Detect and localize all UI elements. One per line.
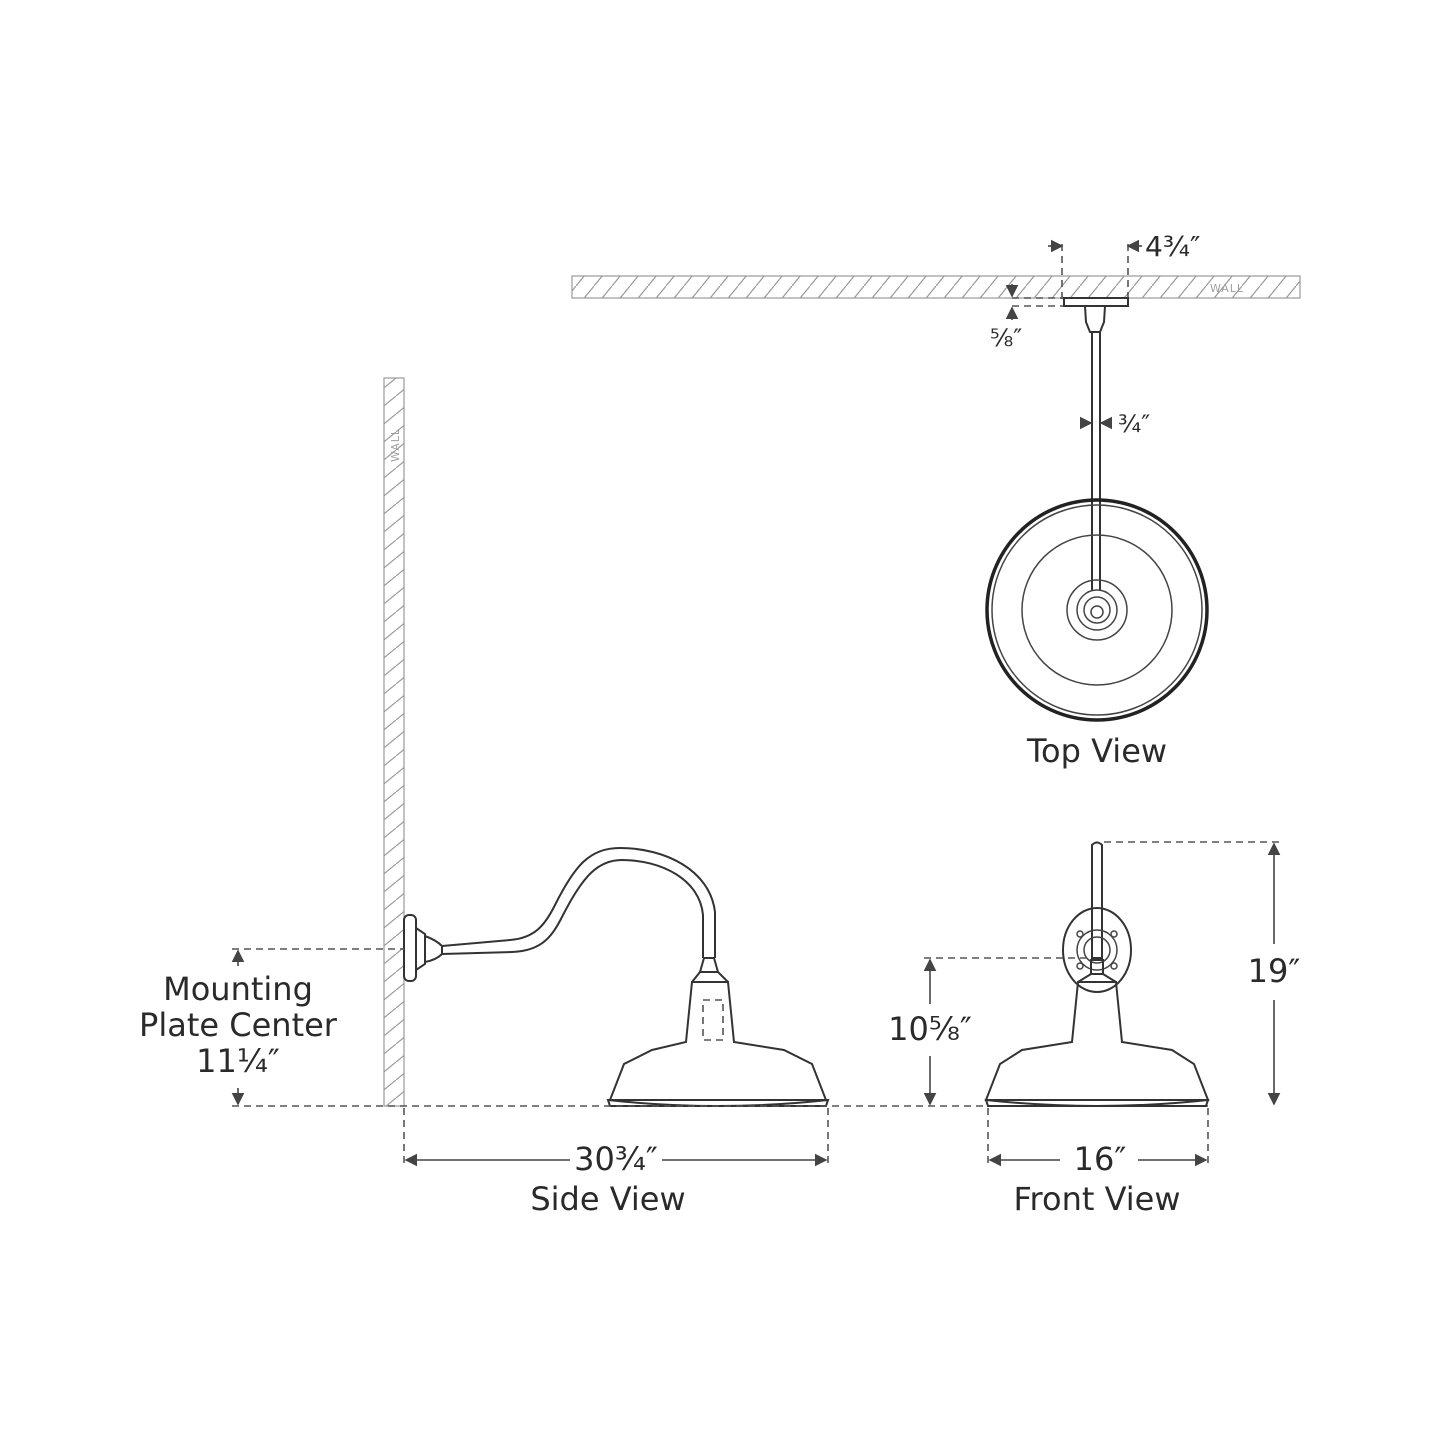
side-arm-knuckle: [424, 935, 443, 963]
wall-label-side: WALL: [389, 428, 402, 462]
extension-label: 30¾″: [574, 1140, 658, 1178]
stem-diameter-dimension: ¾″: [1079, 410, 1150, 438]
mounting-height-dimension: Mounting Plate Center 11¼″: [139, 948, 1208, 1107]
top-view: WALL 4¾″ ⅝″ ¾″: [571, 230, 1301, 770]
plate-depth-label: ⅝″: [990, 324, 1022, 352]
side-plate-collar: [415, 927, 426, 971]
plate-depth-dimension: ⅝″: [990, 284, 1064, 352]
top-view-title: Top View: [1026, 732, 1167, 770]
front-view-title: Front View: [1013, 1180, 1180, 1218]
side-backplate: [403, 914, 417, 982]
plate-width-label: 4¾″: [1145, 230, 1200, 263]
side-socket: [698, 957, 720, 973]
side-shade-neck: [691, 971, 729, 983]
front-screw-1: [1076, 930, 1084, 938]
front-plate-ring: [1076, 929, 1118, 971]
plate-width-dimension: 4¾″: [1048, 230, 1200, 300]
front-plate-hub: [1083, 936, 1111, 964]
gooseneck-arm-inner: [441, 858, 704, 958]
top-wall: WALL: [571, 275, 1301, 299]
front-shade: [984, 981, 1210, 1101]
top-mounting-plate: [1063, 297, 1129, 307]
shade-height-label: 10⅝″: [888, 1010, 972, 1048]
overall-height-dimension: 19″: [1104, 841, 1301, 1106]
front-view: 19″ 10⅝″ 16″ Front View: [888, 841, 1301, 1218]
front-shade-neck: [1077, 973, 1117, 983]
front-backplate: [1062, 907, 1132, 993]
front-stem: [1091, 841, 1103, 959]
overall-height-label: 19″: [1248, 952, 1301, 990]
stem-diameter-label: ¾″: [1118, 410, 1150, 438]
shade-width-dimension: 16″: [987, 1108, 1209, 1178]
top-stem-collar: [1083, 305, 1107, 333]
front-screw-2: [1110, 930, 1118, 938]
shade-height-dimension: 10⅝″: [888, 957, 1090, 1106]
top-shade: [985, 498, 1209, 722]
shade-width-label: 16″: [1074, 1140, 1127, 1178]
gooseneck-arm-outer: [441, 846, 716, 958]
front-screw-3: [1076, 962, 1084, 970]
side-bulb-outline: [702, 999, 724, 1041]
extension-dimension: 30¾″: [403, 1108, 829, 1178]
front-shade-rim: [984, 1098, 1210, 1107]
wall-label-top: WALL: [1210, 282, 1244, 295]
front-screw-4: [1110, 962, 1118, 970]
side-wall: WALL: [383, 377, 405, 1107]
mounting-line2: Plate Center: [139, 1006, 338, 1044]
mounting-line1: Mounting: [163, 970, 313, 1008]
side-view: WALL Mounting Plate Center 11¼″: [139, 377, 1208, 1218]
side-view-title: Side View: [530, 1180, 685, 1218]
mounting-value: 11¼″: [196, 1042, 280, 1080]
